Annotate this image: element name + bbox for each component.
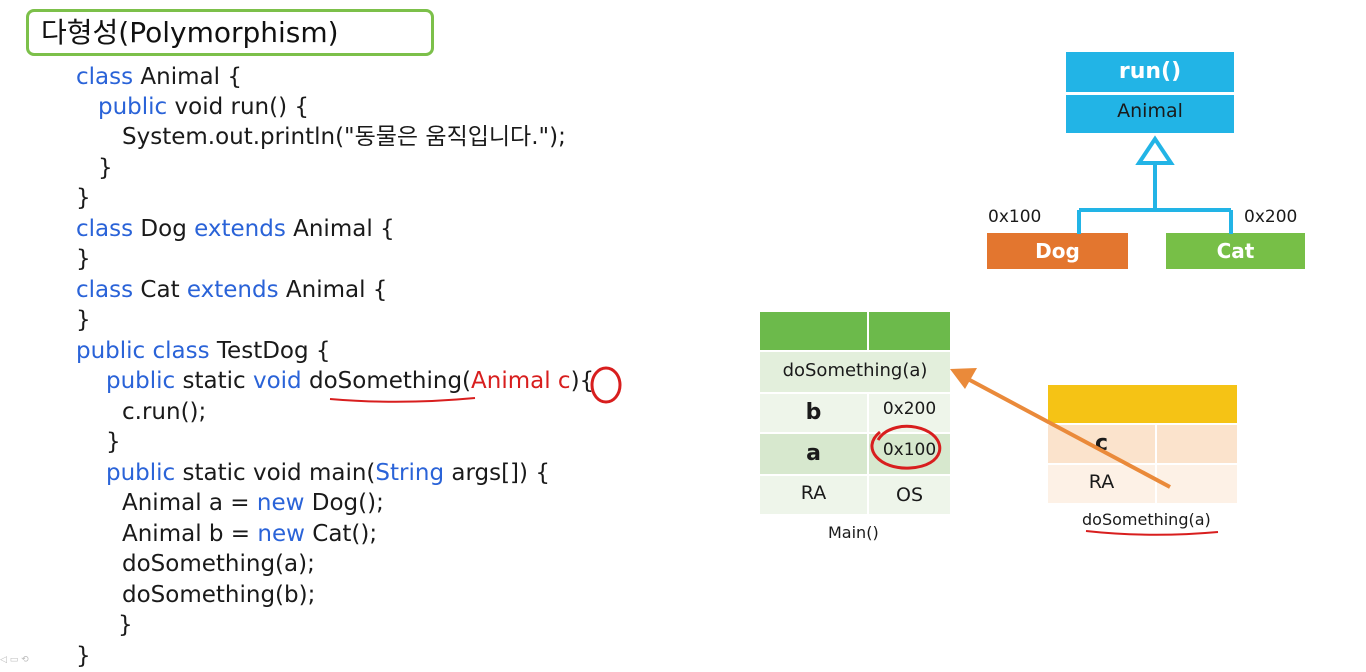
code-line-2: public void run() { (98, 92, 309, 122)
keyword: void (252, 368, 302, 394)
main-stack-val-a: 0x100 (869, 434, 950, 474)
ds-stack-var-c: c (1048, 425, 1155, 463)
keyword: extends (194, 216, 286, 242)
code-line-14: public static void main(String args[]) { (106, 458, 550, 488)
dog-address: 0x100 (988, 207, 1042, 227)
code-text: TestDog { (209, 338, 331, 364)
uml-dog-box: Dog (987, 233, 1128, 269)
ds-stack-header (1048, 385, 1237, 423)
code-line-18: doSomething(b); (122, 580, 315, 610)
keyword: class (76, 64, 134, 90)
code-line-9: } (76, 305, 91, 335)
main-stack-caption: Main() (828, 523, 879, 542)
code-line-4: } (98, 153, 113, 183)
code-text: Animal { (285, 216, 395, 242)
code-text: } (118, 612, 133, 638)
code-line-15: Animal a = new Dog(); (122, 488, 384, 518)
code-text: Cat(); (304, 521, 378, 547)
main-stack-call-row: doSomething(a) (760, 352, 950, 392)
red-circle-param (590, 366, 622, 404)
code-line-12: c.run(); (122, 397, 206, 427)
code-line-7: } (76, 244, 91, 274)
slide-title: 다형성(Polymorphism) (41, 16, 339, 49)
main-stack-header-left (760, 312, 867, 350)
param-highlight: Animal c (471, 368, 571, 394)
title-box: 다형성(Polymorphism) (26, 9, 434, 56)
red-underline-code (329, 397, 476, 403)
main-stack-var-a: a (760, 434, 867, 474)
code-text: } (76, 307, 91, 333)
ds-stack-ra: RA (1048, 465, 1155, 503)
code-text: } (76, 185, 91, 211)
code-line-1: class Animal { (76, 62, 242, 92)
code-text: c.run(); (122, 399, 207, 425)
code-line-19: } (118, 610, 133, 640)
player-controls[interactable]: ◁ ▭ ⟲ (0, 655, 29, 665)
code-line-16: Animal b = new Cat(); (122, 519, 377, 549)
inheritance-connector (1077, 162, 1233, 234)
code-text: Dog (133, 216, 195, 242)
main-stack-ra: RA (760, 476, 867, 514)
code-text: void run() { (167, 94, 310, 120)
main-stack-os: OS (869, 476, 950, 514)
code-text: } (76, 246, 91, 272)
main-stack-val-b: 0x200 (869, 394, 950, 432)
code-line-20: } (76, 641, 91, 671)
code-text: doSomething(a); (122, 551, 315, 577)
red-underline-caption (1085, 530, 1219, 536)
uml-class-box: Animal (1066, 95, 1234, 133)
code-line-17: doSomething(a); (122, 549, 315, 579)
keyword: public (106, 368, 176, 394)
code-text: Animal { (133, 64, 242, 90)
code-line-3: System.out.println("동물은 움직입니다."); (122, 122, 566, 152)
code-text: Cat (133, 277, 187, 303)
code-text: doSomething( (301, 368, 472, 394)
code-text: Animal b = (122, 521, 258, 547)
code-line-13: } (106, 427, 121, 457)
code-line-10: public class TestDog { (76, 336, 331, 366)
keyword: public (98, 94, 168, 120)
ds-stack-val-c (1157, 425, 1237, 463)
keyword: String (375, 460, 445, 486)
code-line-6: class Dog extends Animal { (76, 214, 395, 244)
keyword: class (76, 216, 134, 242)
code-line-11: public static void doSomething(Animal c)… (106, 366, 594, 396)
inheritance-arrow-head (1135, 135, 1175, 165)
code-text: doSomething(b); (122, 582, 316, 608)
code-line-5: } (76, 183, 91, 213)
code-text: Dog(); (304, 490, 384, 516)
keyword: class (76, 277, 134, 303)
cat-address: 0x200 (1244, 207, 1298, 227)
code-line-8: class Cat extends Animal { (76, 275, 387, 305)
code-text: args[]) { (444, 460, 550, 486)
code-text: } (76, 643, 91, 669)
main-stack-header-right (869, 312, 950, 350)
code-text: System.out.println("동물은 움직입니다."); (122, 124, 566, 150)
code-text: Animal a = (122, 490, 257, 516)
code-text: ){ (570, 368, 595, 394)
ds-stack-caption: doSomething(a) (1082, 510, 1211, 529)
code-text: static (175, 368, 253, 394)
ds-stack-ra-value (1157, 465, 1237, 503)
code-text: } (106, 429, 121, 455)
uml-method-box: run() (1066, 52, 1234, 92)
uml-cat-box: Cat (1166, 233, 1305, 269)
code-text: } (98, 155, 113, 181)
orange-arrow-head (950, 368, 977, 389)
keyword: public (106, 460, 176, 486)
code-text: static void main( (175, 460, 376, 486)
keyword: public class (76, 338, 210, 364)
keyword: new (257, 521, 305, 547)
keyword: new (256, 490, 305, 516)
keyword: extends (186, 277, 279, 303)
code-text: Animal { (278, 277, 388, 303)
main-stack-var-b: b (760, 394, 867, 432)
